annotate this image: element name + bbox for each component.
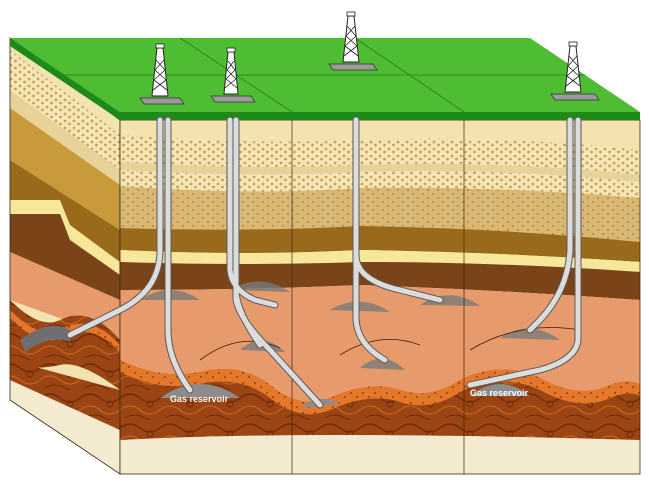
drilling-rig-icon bbox=[210, 47, 256, 103]
gas-reservoir-label-left: Gas reservoir bbox=[170, 394, 229, 404]
drilling-rig-icon bbox=[550, 41, 600, 101]
drilling-rig-icon bbox=[328, 11, 378, 71]
drilling-rig-icon bbox=[139, 43, 185, 105]
gas-reservoir-label-right: Gas reservoir bbox=[470, 388, 529, 398]
side-face bbox=[10, 38, 120, 474]
well-pipes bbox=[66, 116, 582, 409]
front-face bbox=[120, 120, 640, 474]
